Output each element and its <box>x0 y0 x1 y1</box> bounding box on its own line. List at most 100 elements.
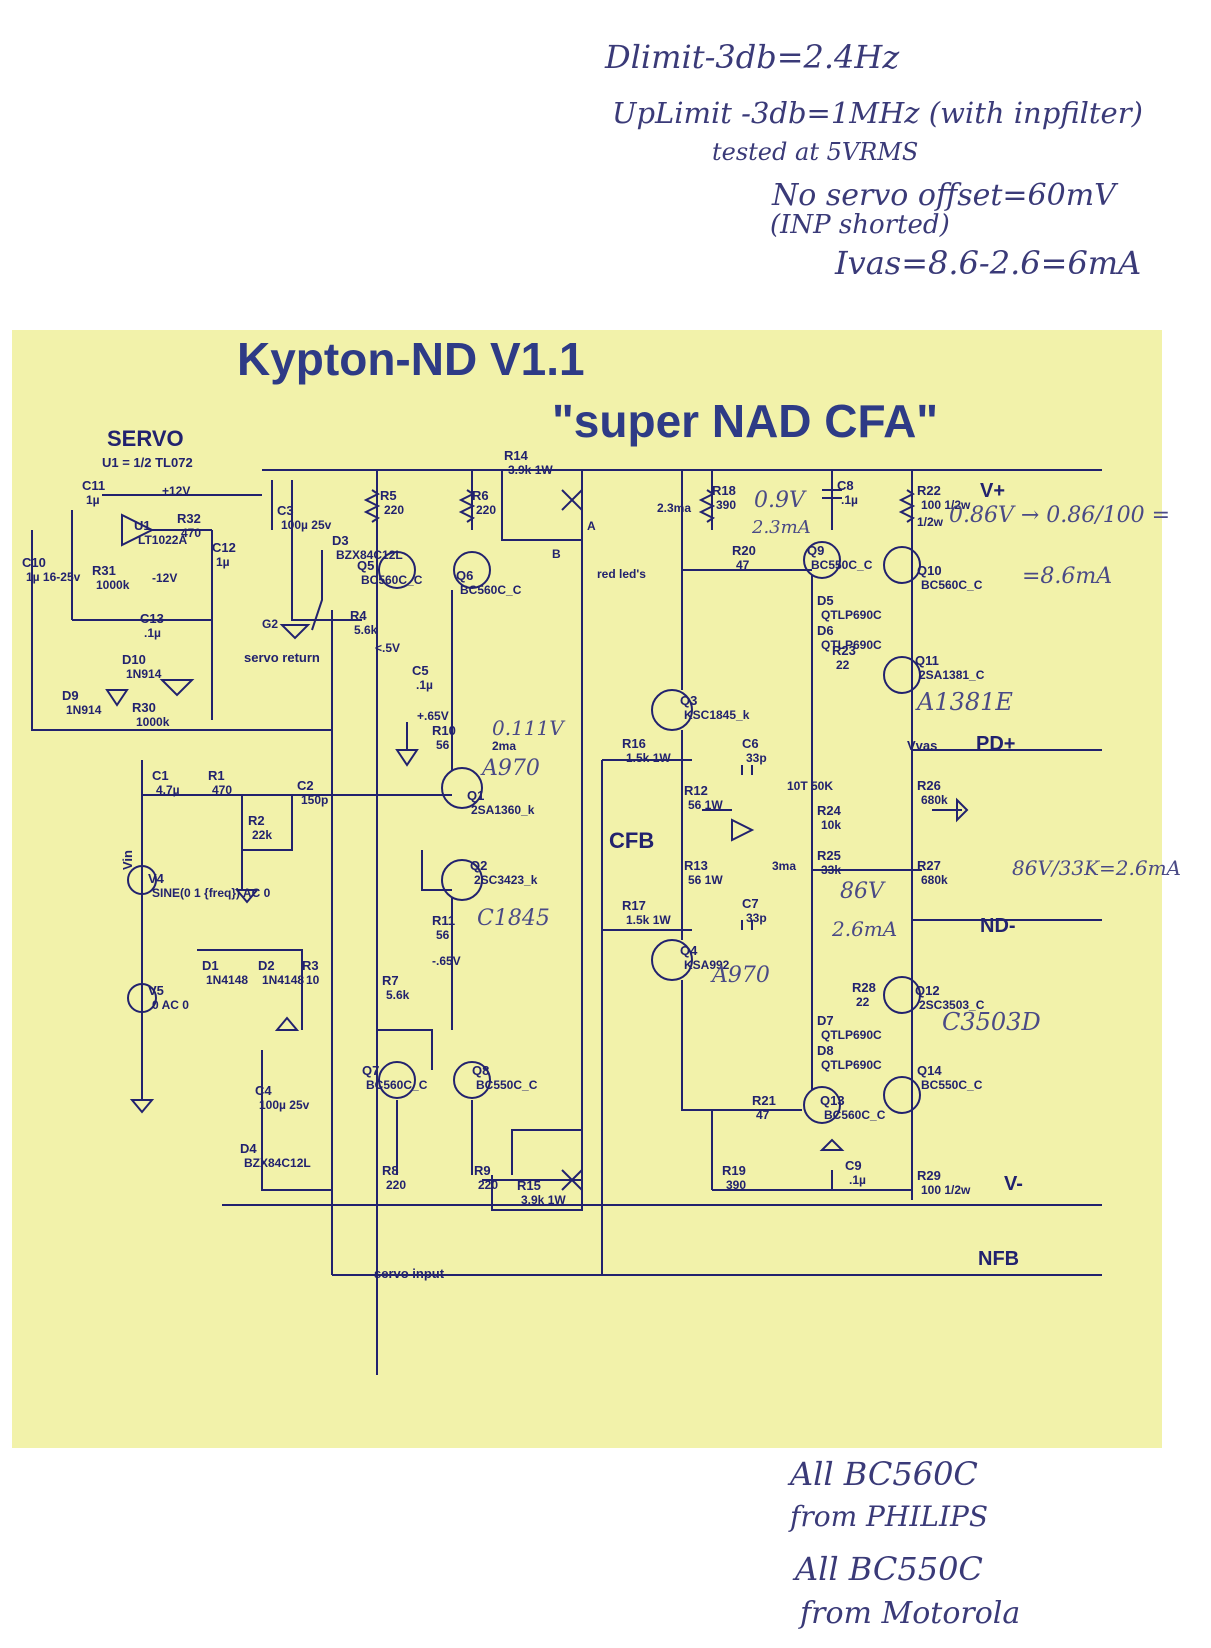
component-ref: C8 <box>837 478 854 493</box>
component-value: 22 <box>856 995 870 1009</box>
component-value: BZX84C12L <box>244 1156 311 1170</box>
component-ref: R4 <box>350 608 367 623</box>
component-value: 1µ 16-25v <box>26 570 81 584</box>
annotation-label: -12V <box>152 571 177 585</box>
component-ref: R9 <box>474 1163 491 1178</box>
component-ref: D7 <box>817 1013 834 1028</box>
component-value: 10k <box>821 818 841 832</box>
note-calc-top: 0.86V → 0.86/100 = <box>949 503 1170 528</box>
note-tested: tested at 5VRMS <box>712 138 919 166</box>
note-r25-current: 2.6mA <box>831 917 897 941</box>
component-value: 56 <box>436 738 450 752</box>
component-ref: C1 <box>152 768 169 783</box>
component-ref: R18 <box>712 483 736 498</box>
component-value: 47 <box>756 1108 770 1122</box>
component-value: 220 <box>478 1178 498 1192</box>
component-value: BC560C_C <box>361 573 423 587</box>
component-value: BC560C_C <box>366 1078 428 1092</box>
component-value: 56 <box>436 928 450 942</box>
annotation-label: <.5V <box>375 641 400 655</box>
component-ref: Q11 <box>915 653 939 668</box>
component-value: 390 <box>716 498 736 512</box>
component-value: 470 <box>212 783 232 797</box>
component-ref: D5 <box>817 593 834 608</box>
component-value: 1µ <box>216 555 230 569</box>
component-ref: Q5 <box>357 558 374 573</box>
component-value: 4.7µ <box>156 783 180 797</box>
component-ref: Q14 <box>917 1063 942 1078</box>
component-value: BZX84C12L <box>336 548 403 562</box>
schematic-title: Kypton-ND V1.1 <box>237 333 585 385</box>
component-ref: R6 <box>472 488 489 503</box>
u1-label: U1 = 1/2 TL072 <box>102 455 193 470</box>
component-ref: R24 <box>817 803 842 818</box>
component-value: 56 1W <box>688 873 723 887</box>
component-value: 0 AC 0 <box>152 998 189 1012</box>
note-bottom-2: from PHILIPS <box>790 1500 989 1533</box>
component-value: 1000k <box>136 715 170 729</box>
component-ref: C11 <box>82 478 105 493</box>
component-ref: D4 <box>240 1141 257 1156</box>
component-ref: R27 <box>917 858 941 873</box>
component-value: BC560C_C <box>460 583 522 597</box>
component-ref: Q4 <box>680 943 698 958</box>
component-ref: Q6 <box>456 568 473 583</box>
component-value: KSA992 <box>684 958 730 972</box>
component-ref: R29 <box>917 1168 941 1183</box>
component-value: .1µ <box>841 493 858 507</box>
component-value: 5.6k <box>354 623 378 637</box>
component-ref: R20 <box>732 543 756 558</box>
annotation-label: -.65V <box>432 954 461 968</box>
note-calc-mid: 86V/33K=2.6mA <box>1012 856 1181 880</box>
annotation-label: G2 <box>262 617 278 631</box>
note-q1-part: A970 <box>480 756 540 781</box>
component-value: 22 <box>836 658 850 672</box>
annotation-label: red led's <box>597 567 646 581</box>
rail-vminus: V- <box>1004 1173 1023 1195</box>
component-ref: Q7 <box>362 1063 379 1078</box>
component-value: .1µ <box>849 1173 866 1187</box>
rail-pdplus: PD+ <box>976 733 1015 755</box>
component-ref: R26 <box>917 778 941 793</box>
component-value: 47 <box>736 558 750 572</box>
component-ref: C5 <box>412 663 429 678</box>
component-value: 470 <box>181 526 201 540</box>
component-value: KSC1845_k <box>684 708 750 722</box>
note-bottom-4: from Motorola <box>800 1596 1021 1631</box>
note-inp-shorted: (INP shorted) <box>770 210 950 240</box>
note-r25-voltage: 86V <box>840 879 886 904</box>
component-value: 100µ 25v <box>259 1098 310 1112</box>
component-ref: R31 <box>92 563 116 578</box>
component-ref: R10 <box>432 723 456 738</box>
component-value: 5.6k <box>386 988 410 1002</box>
component-ref: R23 <box>832 643 856 658</box>
component-ref: Q13 <box>820 1093 845 1108</box>
component-value: 33p <box>746 751 767 765</box>
schematic-subtitle: "super NAD CFA" <box>552 395 938 447</box>
component-value: BC550C_C <box>921 1078 983 1092</box>
component-ref: R22 <box>917 483 941 498</box>
component-value: QTLP690C <box>821 1058 882 1072</box>
rail-ndminus: ND- <box>980 915 1016 937</box>
component-value: 220 <box>384 503 404 517</box>
note-upper-limit: UpLimit -3db=1MHz (with inpfilter) <box>612 96 1143 130</box>
component-ref: Q3 <box>680 693 697 708</box>
component-ref: C4 <box>255 1083 272 1098</box>
component-value: 150p <box>301 793 328 807</box>
annotation-label: +12V <box>162 484 190 498</box>
note-q12-part: C3503D <box>942 1008 1041 1036</box>
note-calc-top-result: =8.6mA <box>1022 564 1112 589</box>
component-value: LT1022A <box>138 533 187 547</box>
component-ref: C6 <box>742 736 759 751</box>
component-ref: Q10 <box>917 563 942 578</box>
annotation-label: 3ma <box>772 859 796 873</box>
annotation-label: 2ma <box>492 739 516 753</box>
component-value: 2SA1360_k <box>471 803 535 817</box>
component-value: 3.9k 1W <box>521 1193 566 1207</box>
component-ref: D6 <box>817 623 834 638</box>
vvas-label: Vvas <box>907 738 937 753</box>
component-value: 2SC3423_k <box>474 873 538 887</box>
component-ref: C2 <box>297 778 314 793</box>
component-ref: R13 <box>684 858 708 873</box>
component-value: 680k <box>921 873 948 887</box>
